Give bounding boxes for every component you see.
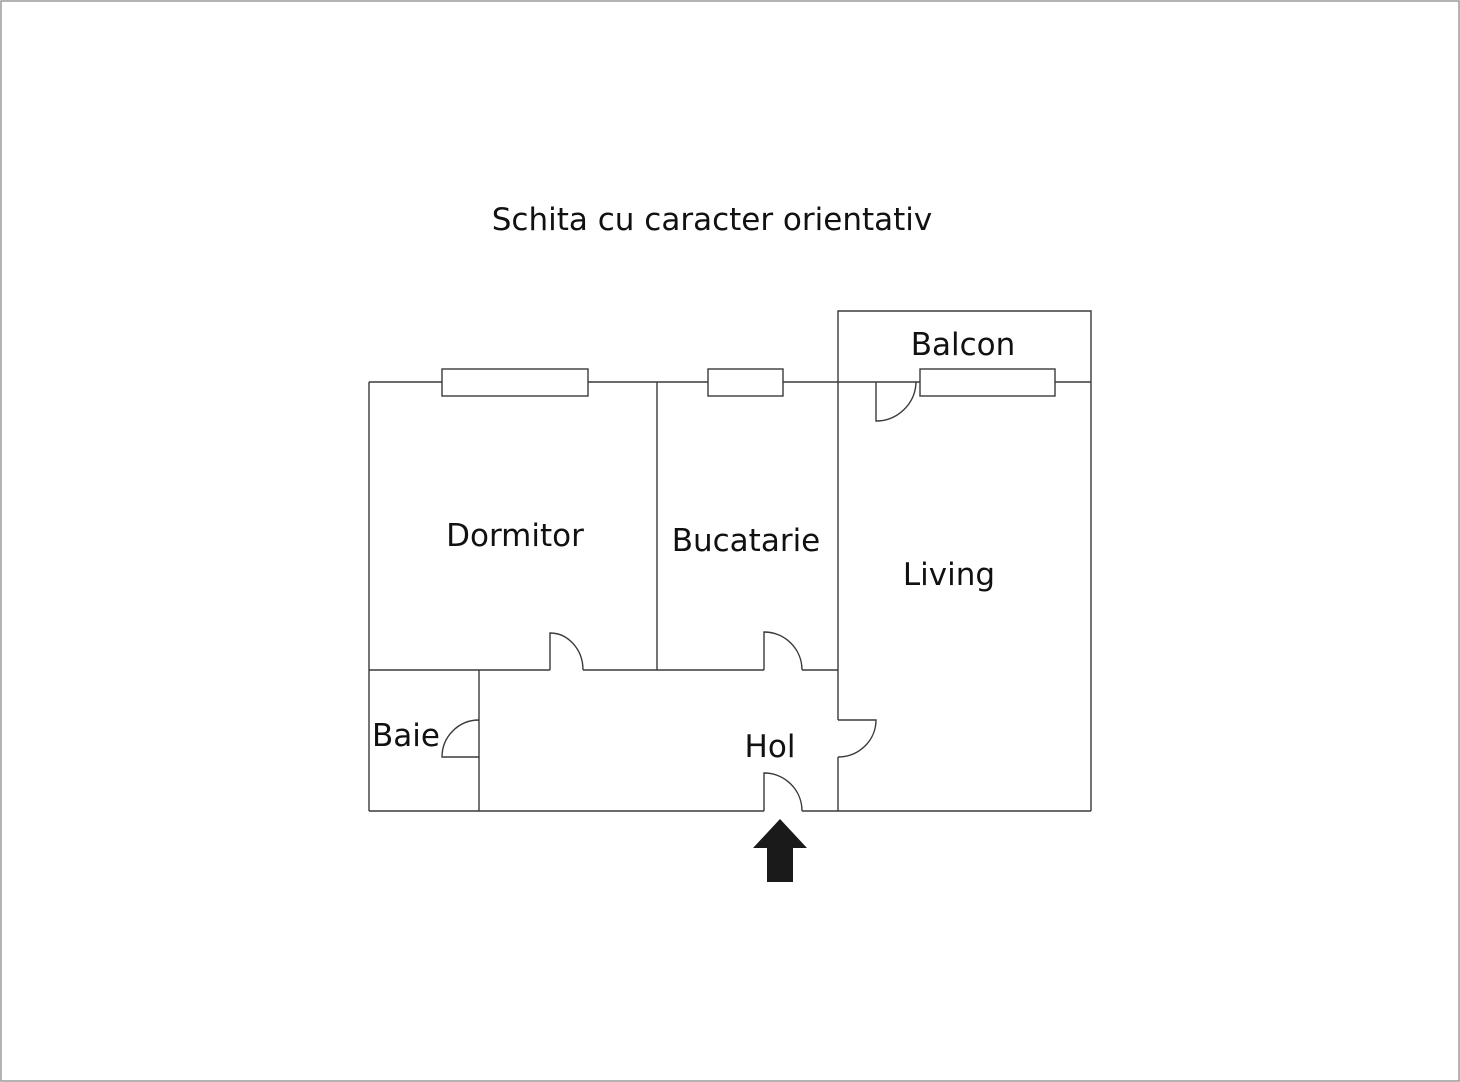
door-dormitor <box>549 632 584 671</box>
door-baie <box>441 719 480 758</box>
room-label-dormitor: Dormitor <box>446 518 584 554</box>
interior-walls <box>369 382 839 811</box>
windows <box>441 368 1056 397</box>
entrance-arrow-icon <box>753 819 807 882</box>
window-bucatarie <box>707 368 784 397</box>
window-dormitor <box>441 368 589 397</box>
room-label-hol: Hol <box>745 729 796 765</box>
balcony <box>837 310 1092 382</box>
plan-title: Schita cu caracter orientativ <box>492 202 933 238</box>
room-label-bucatarie: Bucatarie <box>672 523 821 559</box>
exterior-walls <box>368 381 1092 812</box>
door-balcon <box>875 381 917 422</box>
room-label-balcon: Balcon <box>911 327 1016 363</box>
doors <box>441 381 917 812</box>
door-living <box>837 719 877 758</box>
window-living <box>919 368 1056 397</box>
door-bucatarie <box>763 631 803 671</box>
room-label-living: Living <box>903 557 995 593</box>
room-label-baie: Baie <box>372 718 440 754</box>
door-entrance <box>763 772 803 812</box>
